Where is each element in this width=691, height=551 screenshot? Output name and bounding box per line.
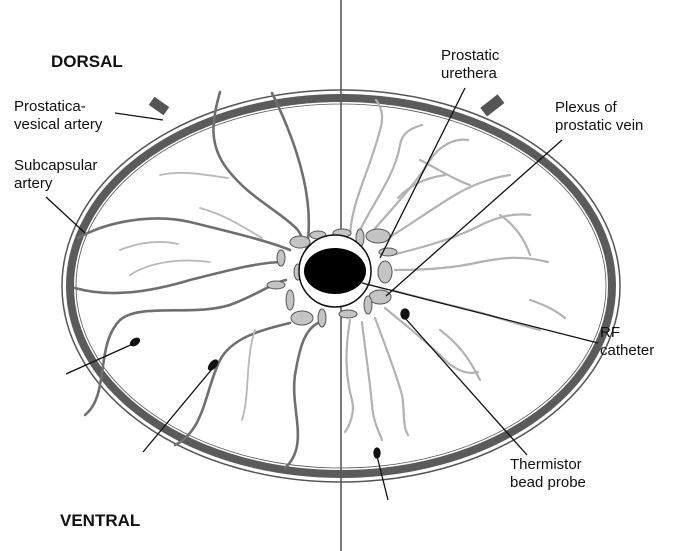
- dorsal-label: DORSAL: [51, 53, 123, 71]
- artery-entry-left: [149, 97, 169, 116]
- arteries-left: [75, 92, 318, 468]
- prostatica-vesical-artery-label: Prostatica- vesical artery: [14, 98, 102, 134]
- artery-entry-right: [480, 94, 504, 116]
- plexus-prostatic-vein-label: Plexus of prostatic vein: [555, 99, 643, 135]
- prostatic-urethra-label: Prostatic urethera: [441, 47, 499, 83]
- ventral-label: VENTRAL: [60, 512, 140, 530]
- prostatic-urethra: [299, 235, 371, 307]
- thermistor-bead-probe-label: Thermistor bead probe: [510, 456, 586, 492]
- veins-left: [120, 173, 262, 420]
- subcapsular-artery-label: Subcapsular artery: [14, 157, 97, 193]
- rf-catheter-tip: [304, 248, 366, 294]
- rf-catheter-label: RF catheter: [600, 324, 654, 360]
